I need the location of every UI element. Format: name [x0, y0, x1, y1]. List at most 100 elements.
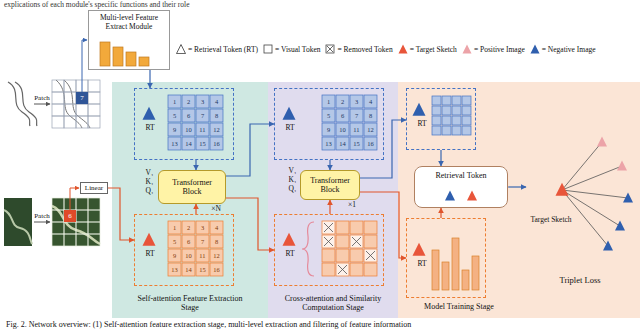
legend-text: = Positive Image: [474, 45, 525, 54]
retrieval-token: [413, 103, 426, 116]
removed-mark: [338, 265, 347, 274]
stage-label: Cross-attention and Similarity Computati…: [273, 294, 393, 312]
symbol-label: 7: [76, 92, 88, 104]
visual-token: [168, 221, 181, 234]
visual-token: [350, 137, 363, 150]
visual-token: [442, 106, 451, 115]
visual-token: [196, 235, 209, 248]
leader-arrow: [70, 188, 79, 210]
sketch-patch-cell: [52, 92, 64, 104]
legend-sample: [530, 44, 540, 54]
image-patch-cell: [76, 210, 88, 222]
selected-patch: [76, 92, 88, 104]
negative-image: [623, 193, 633, 203]
token-bar: [452, 238, 459, 290]
token-number: 15: [350, 137, 363, 150]
transformer-block: Transformer Block: [300, 170, 360, 200]
symbol-label: Q₁: [143, 187, 156, 196]
patch-arrow: [34, 222, 50, 223]
image-token-group: RT: [406, 218, 486, 298]
visual-token: [462, 116, 471, 125]
token-number: 6: [182, 235, 195, 248]
token-number: 5: [168, 235, 181, 248]
image-patch-cell: [52, 234, 64, 246]
feature-layer: [100, 42, 110, 66]
figure-caption: Fig. 2. Network overview: (1) Self-atten…: [6, 320, 411, 329]
visual-token: [462, 126, 471, 135]
leader-arrow: [82, 40, 87, 92]
removed-mark: [327, 46, 333, 52]
visual-token: [364, 221, 377, 234]
token-number: 1: [168, 221, 181, 234]
visual-token: [462, 96, 471, 105]
token-number: 8: [210, 235, 223, 248]
token-number: 9: [168, 123, 181, 136]
connector: [440, 150, 441, 166]
token-number: 11: [196, 249, 209, 262]
node-label: Triplet Loss: [542, 276, 618, 286]
sketch-patch-cell: [64, 92, 76, 104]
visual-token: [322, 235, 335, 248]
token-number: 7: [196, 235, 209, 248]
sketch-patch-cell: [76, 104, 88, 116]
visual-token: [452, 106, 461, 115]
sketch-patch-cell: [52, 116, 64, 128]
note-text: explications of each module's specific f…: [4, 1, 324, 10]
sketch-stroke: [15, 82, 37, 126]
token-number: 9: [322, 123, 335, 136]
distance-line: [562, 142, 602, 190]
visual-token: [432, 126, 441, 135]
retrieval-token: [143, 107, 156, 120]
visual-token: [336, 263, 349, 276]
legend-text: = Negative Image: [542, 45, 596, 54]
sketch-patch-ground: [52, 80, 100, 128]
visual-token: [322, 123, 335, 136]
distance-line: [562, 166, 622, 190]
feature-layer: [126, 52, 136, 66]
legend-text: = Target Sketch: [410, 45, 457, 54]
token-number: 2: [182, 221, 195, 234]
connector: [195, 204, 196, 214]
legend-sample: [263, 44, 273, 54]
visual-token: [432, 116, 441, 125]
token-label: RT: [277, 250, 303, 259]
image-patch-cell: [76, 234, 88, 246]
symbol-label: 6: [64, 210, 76, 222]
visual-token: [196, 137, 209, 150]
patch-arrow: [34, 104, 50, 105]
sketch-token-group: RT: [134, 88, 234, 160]
token-number: 1: [168, 95, 181, 108]
token-number: 16: [210, 137, 223, 150]
legend-text: = Removed Token: [337, 45, 392, 54]
token-number: 10: [182, 249, 195, 262]
linear-box: Linear: [80, 182, 108, 194]
legend-item: = Target Sketch: [398, 44, 457, 54]
visual-token: [182, 95, 195, 108]
river: [4, 210, 32, 244]
connector: [329, 200, 330, 214]
visual-token: [350, 123, 363, 136]
symbol-label: ×1: [345, 201, 359, 210]
connector: [508, 186, 526, 187]
token-number: 16: [210, 263, 223, 276]
sketch-patch-cell: [76, 92, 88, 104]
sketch-token-group: RT: [406, 88, 476, 150]
selected-patch: [64, 210, 76, 222]
token-number: 9: [168, 249, 181, 262]
stage-label: Model Training Stage: [414, 302, 504, 311]
feature-layer: [139, 57, 149, 66]
token-number: 14: [182, 137, 195, 150]
visual-token: [364, 123, 377, 136]
visual-token: [452, 126, 461, 135]
token-number: 12: [364, 123, 377, 136]
visual-token: [210, 137, 223, 150]
image-patch-cell: [52, 198, 64, 210]
retrieval-token: [283, 233, 296, 246]
sketch-patch-cell: [64, 104, 76, 116]
visual-token: [182, 221, 195, 234]
token-number: 7: [350, 109, 363, 122]
legend-sample: [398, 44, 408, 54]
visual-token: [350, 263, 363, 276]
visual-token: [336, 109, 349, 122]
box-background: [88, 10, 170, 70]
